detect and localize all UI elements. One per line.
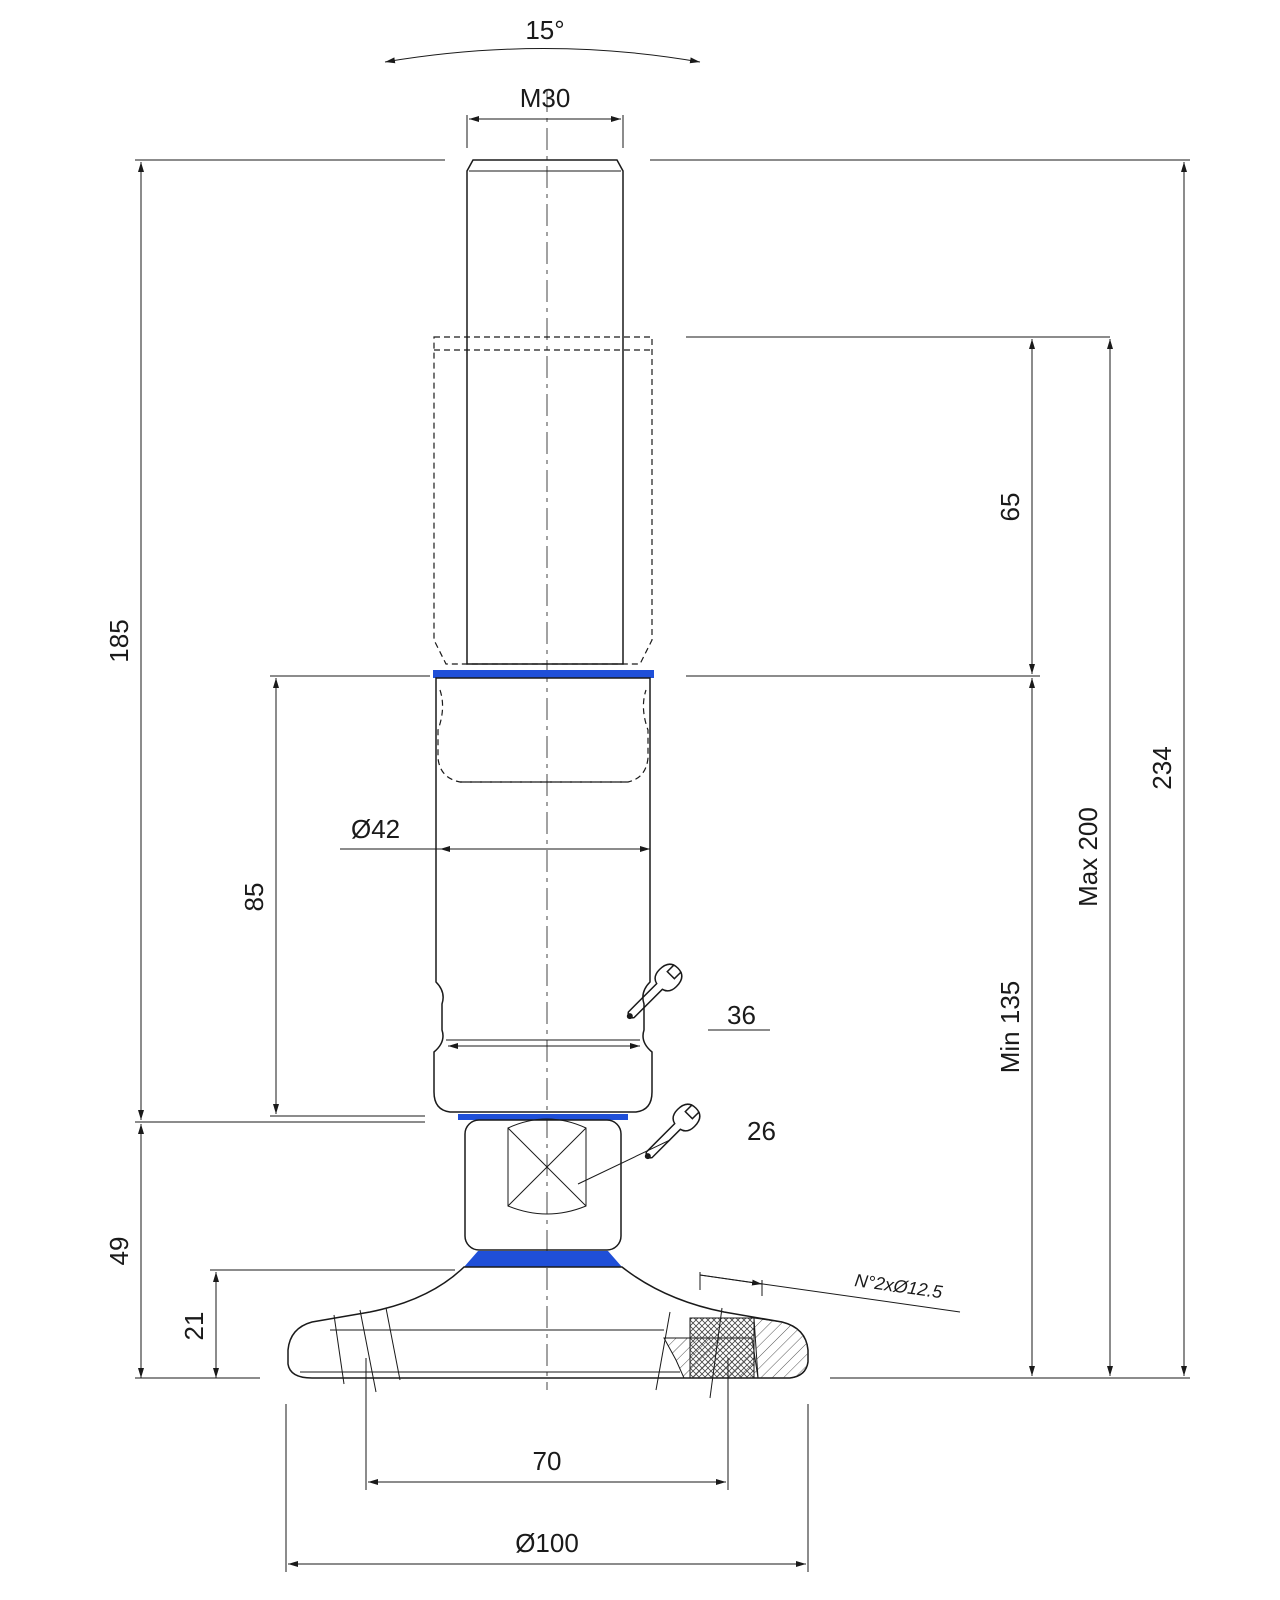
foot-diameter-dimension: Ø100 [285, 1404, 809, 1572]
max-height-dimension: Max 200 [1073, 339, 1113, 1376]
angle-dimension: 15° [384, 15, 701, 64]
max-height-label: Max 200 [1073, 807, 1103, 907]
min-height-dimension: Min 135 [995, 678, 1035, 1376]
threaded-stem [466, 159, 624, 665]
base-height-dimension: 49 [104, 1124, 144, 1378]
angle-label: 15° [525, 15, 564, 45]
thread-dimension: M30 [466, 83, 624, 148]
total-height-dimension: 234 [650, 159, 1190, 1376]
seal-ring-base [464, 1251, 622, 1267]
seal-ring-mid [458, 1114, 628, 1120]
body-diameter-label: Ø42 [351, 814, 400, 844]
total-height-label: 234 [1147, 746, 1177, 789]
wrench-36-label: 36 [727, 1000, 756, 1030]
thread-label: M30 [520, 83, 571, 113]
base-foot [287, 1266, 809, 1399]
foot-height-dimension: 21 [179, 1269, 455, 1378]
body-height-dimension: 85 [239, 675, 430, 1117]
hole-spacing-label: 70 [533, 1446, 562, 1476]
base-height-label: 49 [104, 1237, 134, 1266]
foot-height-label: 21 [179, 1312, 209, 1341]
body-height-label: 85 [239, 883, 269, 912]
extended-body-outline [433, 336, 653, 783]
wrench-icon [626, 963, 683, 1020]
hole-spacing-dimension: 70 [365, 1358, 729, 1490]
overall-height-label: 185 [104, 619, 134, 662]
wrench-26-leader [577, 1139, 671, 1185]
wrench-icon [644, 1103, 701, 1160]
stroke-dimension: 65 [686, 336, 1110, 677]
seal-ring-top [433, 670, 654, 678]
body-diameter-dimension: Ø42 [340, 814, 650, 852]
min-height-label: Min 135 [995, 981, 1025, 1074]
hex-nut [464, 1118, 622, 1251]
hole-callout: N°2xØ12.5 [699, 1270, 961, 1313]
stroke-label: 65 [995, 493, 1025, 522]
overall-height-dimension: 185 [104, 159, 445, 1123]
main-body [433, 677, 653, 1113]
wrench-26-label: 26 [747, 1116, 776, 1146]
holes-label: N°2xØ12.5 [853, 1270, 944, 1302]
foot-diameter-label: Ø100 [515, 1528, 579, 1558]
